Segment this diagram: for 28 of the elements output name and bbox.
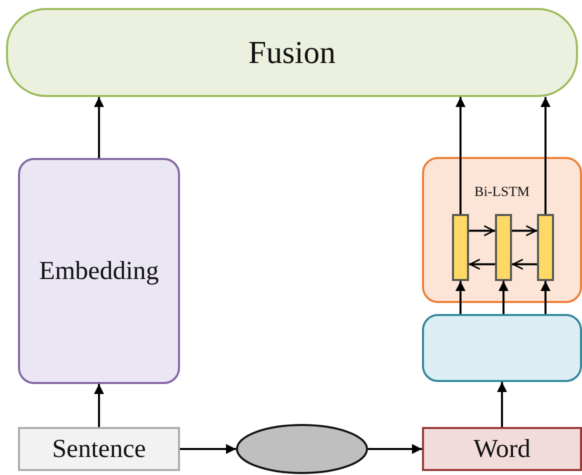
node-label: Fusion bbox=[247, 34, 337, 71]
arrow bbox=[456, 281, 466, 314]
arrow bbox=[368, 444, 422, 454]
lstm-cell bbox=[495, 214, 512, 281]
node-label: Sentence bbox=[51, 434, 147, 464]
output-box bbox=[422, 427, 582, 471]
node-label: Word bbox=[472, 434, 532, 464]
arrow bbox=[498, 281, 508, 314]
arrow bbox=[497, 382, 507, 427]
arrow bbox=[540, 97, 550, 214]
lstm-cell bbox=[537, 214, 554, 281]
arrow bbox=[540, 281, 550, 314]
arrow bbox=[512, 258, 537, 270]
node-label: Embedding bbox=[38, 256, 160, 286]
arrow bbox=[94, 97, 104, 158]
arrow bbox=[456, 97, 466, 214]
arrow bbox=[512, 225, 537, 236]
process-box bbox=[422, 314, 582, 382]
node-label: Bi-LSTM bbox=[473, 185, 531, 202]
arrow bbox=[180, 444, 236, 454]
arrow bbox=[94, 384, 104, 427]
process-ellipse bbox=[236, 424, 368, 474]
arrow bbox=[469, 258, 495, 270]
lstm-cell bbox=[452, 214, 469, 281]
embedding-box bbox=[18, 158, 180, 384]
input-box bbox=[18, 427, 180, 471]
bilstm-box bbox=[422, 157, 582, 303]
arrow bbox=[469, 225, 495, 236]
